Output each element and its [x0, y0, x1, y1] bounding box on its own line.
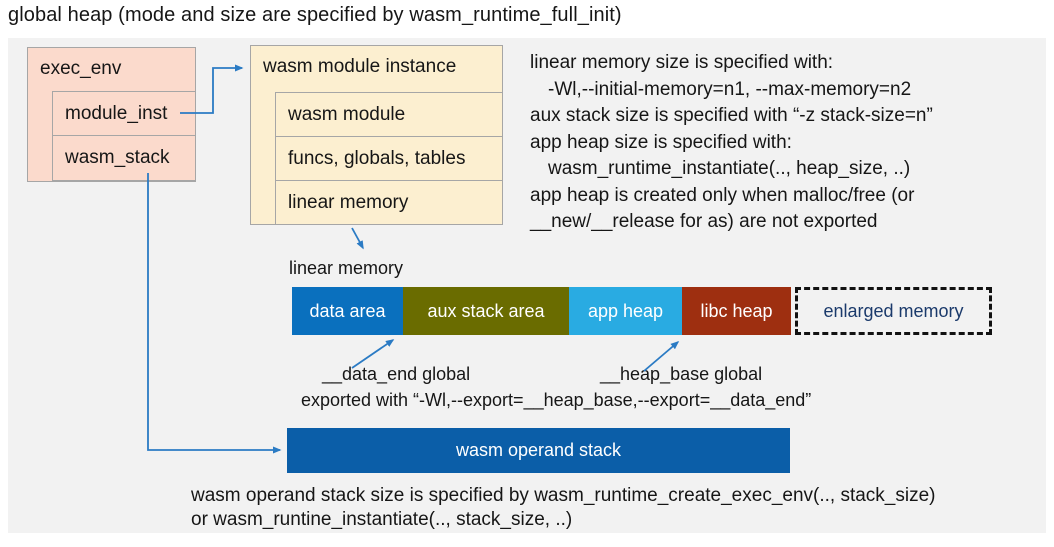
wasm-module-instance-title: wasm module instance [263, 56, 457, 77]
note-line: linear memory size is specified with: [530, 52, 834, 73]
row-linear-memory: linear memory [275, 180, 503, 225]
page-title: global heap (mode and size are specified… [8, 4, 622, 26]
note-line: app heap is created only when malloc/fre… [530, 184, 915, 206]
wasm-module-label: wasm module [288, 103, 406, 125]
module-inst-label: module_inst [65, 102, 168, 124]
exec-env-row-module-inst: module_inst [52, 91, 196, 136]
note-line: aux stack size is specified with “-z sta… [530, 105, 933, 126]
linear-memory-label: linear memory [289, 258, 404, 278]
row-wasm-module: wasm module [275, 92, 503, 137]
row-funcs-globals-tables: funcs, globals, tables [275, 136, 503, 181]
linear-memory-bar: data area aux stack area app heap libc h… [292, 287, 992, 335]
exec-env-title: exec_env [40, 58, 122, 79]
note-line: __new/__release for as) are not exported [530, 211, 878, 232]
segment-aux-stack-area: aux stack area [403, 287, 569, 335]
operand-stack-note-line: wasm operand stack size is specified by … [191, 485, 936, 506]
operand-stack-note-line: or wasm_runtine_instantiate(.., stack_si… [191, 509, 573, 530]
data-end-global-label: __data_end global [322, 364, 471, 384]
note-line: -Wl,--initial-memory=n1, --max-memory=n2 [548, 78, 912, 100]
segment-enlarged-memory: enlarged memory [795, 287, 992, 335]
segment-app-heap: app heap [569, 287, 682, 335]
heap-base-global-label: __heap_base global [600, 364, 763, 384]
note-line: app heap size is specified with: [530, 131, 792, 153]
operand-stack-notes: wasm operand stack size is specified by … [191, 484, 936, 532]
segment-data-area: data area [292, 287, 403, 335]
wasm-operand-stack-box: wasm operand stack [287, 428, 790, 473]
wasm-stack-label: wasm_stack [65, 147, 170, 168]
funcs-globals-tables-label: funcs, globals, tables [288, 147, 466, 169]
exec-env-row-wasm-stack: wasm_stack [52, 135, 196, 181]
wasm-operand-stack-label: wasm operand stack [455, 440, 622, 460]
exported-with-label: exported with “-Wl,--export=__heap_base,… [301, 390, 812, 410]
memory-size-notes: linear memory size is specified with: -W… [530, 50, 1046, 236]
note-line: wasm_runtime_instantiate(.., heap_size, … [548, 158, 911, 179]
segment-libc-heap: libc heap [682, 287, 791, 335]
linear-memory-row-label: linear memory [288, 191, 409, 213]
